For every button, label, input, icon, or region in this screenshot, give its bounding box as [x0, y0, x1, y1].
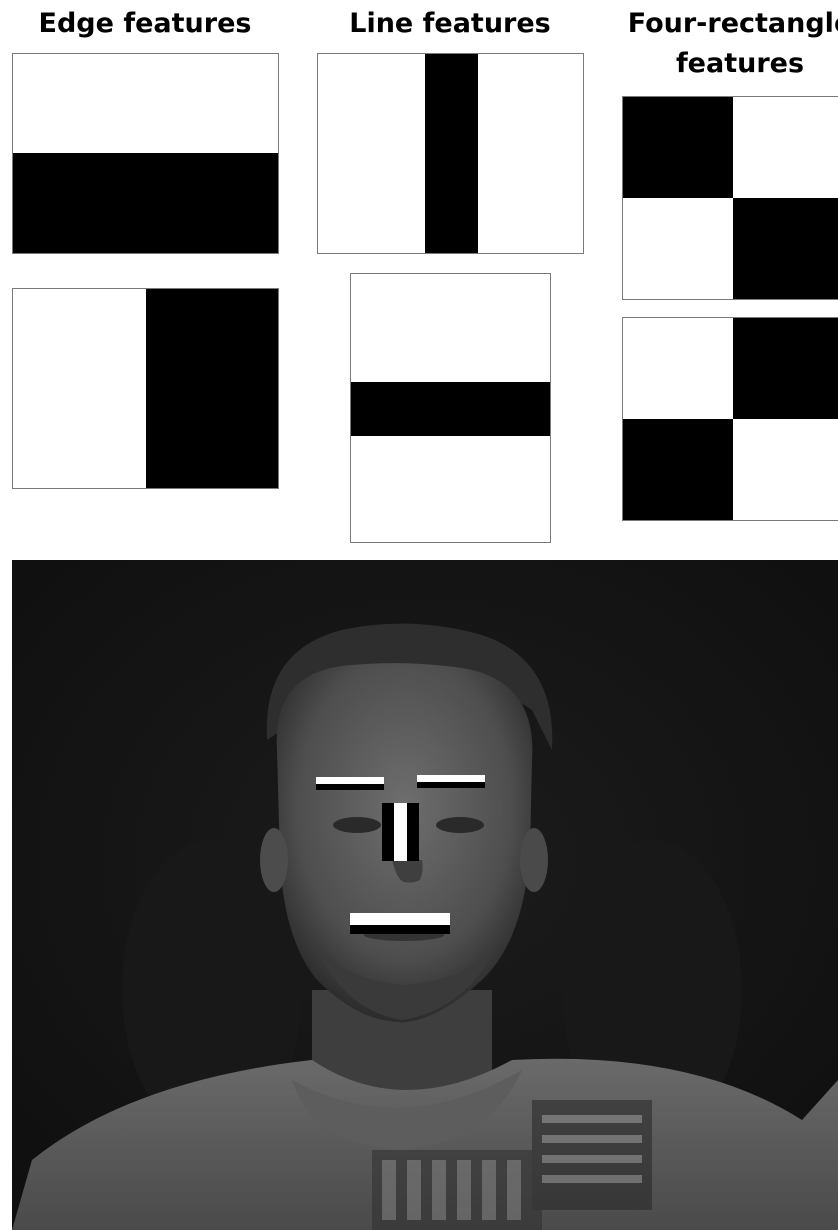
- four-rectangle-features-heading: Four-rectangle features: [610, 2, 838, 85]
- right-eye: [436, 817, 484, 833]
- right-ear: [520, 828, 548, 892]
- edge-feature-vertical: [12, 288, 279, 489]
- left-eye: [333, 817, 381, 833]
- line-feature-vertical: [317, 53, 584, 254]
- four-rectangle-feature-anti-diagonal: [622, 317, 838, 521]
- face-photo: [12, 560, 838, 1230]
- four-rectangle-heading-line2: features: [610, 42, 838, 85]
- line-feature-horizontal-dark: [351, 382, 550, 436]
- overlay-nose-center-light: [394, 803, 407, 861]
- overlay-left-eyebrow-dark: [316, 784, 384, 790]
- line-features-heading: Line features: [317, 2, 583, 45]
- overlay-nose-right-dark: [407, 803, 419, 861]
- four-rectangle-feature-diagonal: [622, 96, 838, 300]
- overlay-left-eyebrow-light: [316, 777, 384, 784]
- edge-feature-horizontal: [12, 53, 279, 254]
- line-feature-vertical-dark: [425, 54, 478, 253]
- four-rect-anti-diagonal-dark-bottom-left: [623, 419, 733, 521]
- four-rect-anti-diagonal-dark-top-right: [733, 318, 838, 419]
- four-rect-diagonal-dark-bottom-right: [733, 198, 838, 300]
- overlay-nose-left-dark: [382, 803, 394, 861]
- four-rect-diagonal-dark-top-left: [623, 97, 733, 198]
- overlay-right-eyebrow-dark: [417, 782, 485, 788]
- overlay-left-eyebrow: [316, 777, 384, 790]
- overlay-right-eyebrow: [417, 775, 485, 788]
- edge-feature-vertical-dark: [146, 289, 279, 488]
- overlay-mouth-dark: [350, 925, 450, 934]
- overlay-nose-line: [382, 803, 419, 861]
- overlay-mouth-light: [350, 913, 450, 925]
- edge-feature-horizontal-dark: [13, 153, 278, 254]
- left-ear: [260, 828, 288, 892]
- line-feature-horizontal: [350, 273, 551, 543]
- overlay-mouth: [350, 913, 450, 934]
- four-rectangle-heading-line1: Four-rectangle: [610, 2, 838, 45]
- overlay-right-eyebrow-light: [417, 775, 485, 782]
- face-photo-illustration: [12, 560, 838, 1230]
- edge-features-heading: Edge features: [12, 2, 278, 45]
